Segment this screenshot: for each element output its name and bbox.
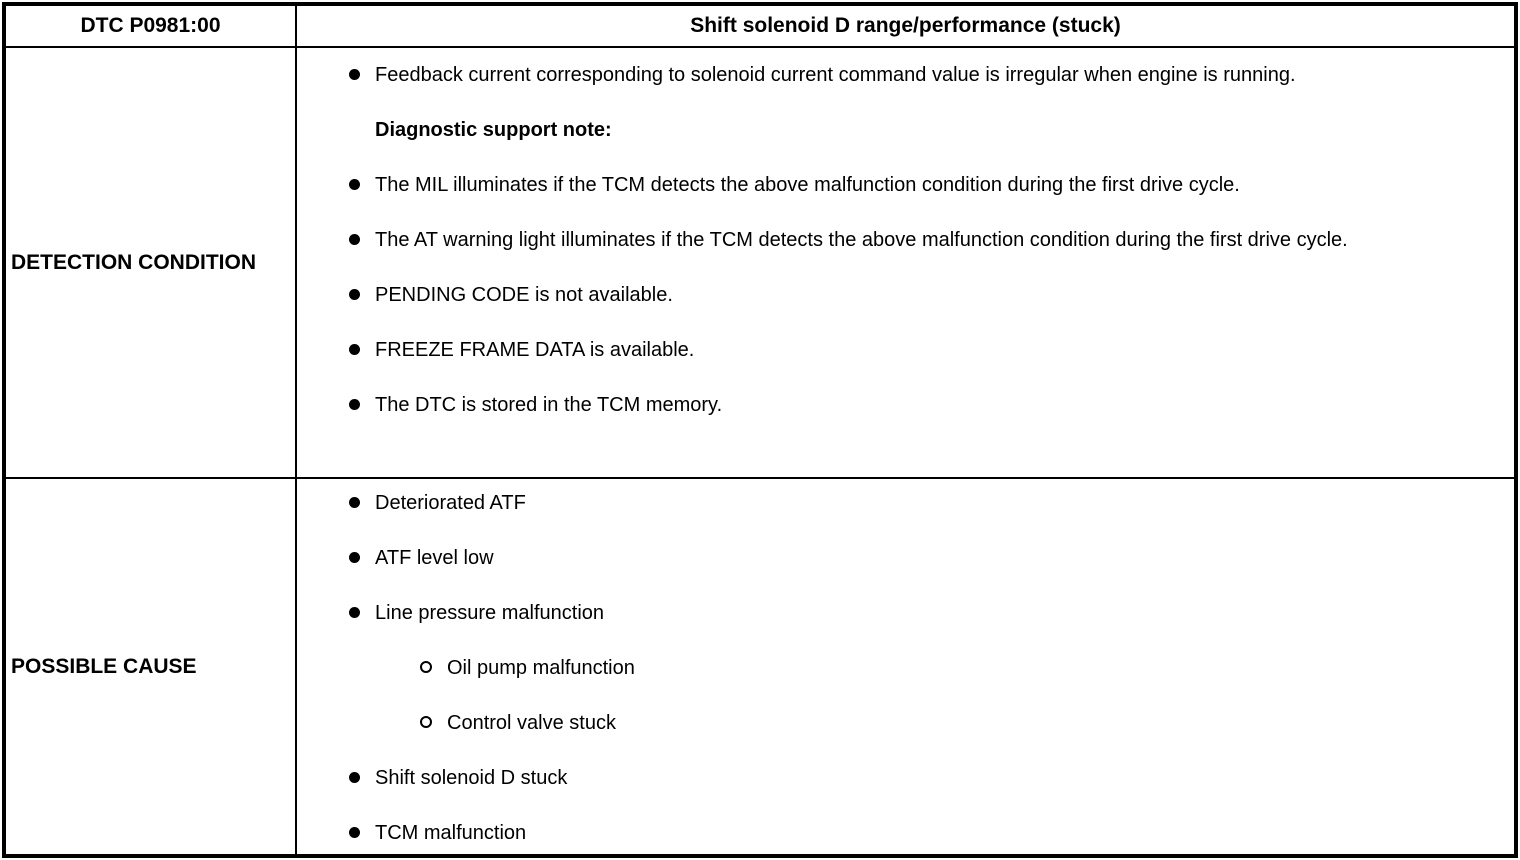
list-item: The AT warning light illuminates if the … [349,226,1484,254]
list-item: Feedback current corresponding to soleno… [349,61,1484,89]
list-item: The MIL illuminates if the TCM detects t… [349,171,1484,199]
bullet-icon [349,344,360,355]
dtc-code-cell: DTC P0981:00 [6,6,297,48]
list-item-text: Control valve stuck [447,712,616,734]
list-item: ATF level low [349,544,1484,572]
list-item: Deteriorated ATF [349,489,1484,517]
dtc-title-cell: Shift solenoid D range/performance (stuc… [297,6,1514,48]
list-item: Diagnostic support note: [375,116,1484,144]
list-item: Control valve stuck [420,709,1484,737]
circle-icon [420,716,432,728]
list-item-text: Diagnostic support note: [375,119,612,141]
list-item: FREEZE FRAME DATA is available. [349,336,1484,364]
circle-icon [420,661,432,673]
list-item: Oil pump malfunction [420,654,1484,682]
bullet-icon [349,497,360,508]
list-item-text: The AT warning light illuminates if the … [375,229,1348,251]
list-item: PENDING CODE is not available. [349,281,1484,309]
bullet-icon [349,552,360,563]
list-item-text: The DTC is stored in the TCM memory. [375,394,723,416]
list-item-text: Oil pump malfunction [447,657,635,679]
list-item: Line pressure malfunction [349,599,1484,627]
bullet-icon [349,827,360,838]
list-item: The DTC is stored in the TCM memory. [349,391,1484,419]
detection-condition-list: Feedback current corresponding to soleno… [297,48,1514,479]
bullet-icon [349,289,360,300]
possible-cause-label: POSSIBLE CAUSE [6,479,297,854]
list-item-text: Shift solenoid D stuck [375,767,568,789]
list-item: TCM malfunction [349,819,1484,847]
list-item-text: PENDING CODE is not available. [375,284,673,306]
detection-condition-label: DETECTION CONDITION [6,48,297,479]
bullet-icon [349,69,360,80]
bullet-icon [349,399,360,410]
list-item-text: FREEZE FRAME DATA is available. [375,339,695,361]
list-item-text: Line pressure malfunction [375,602,605,624]
list-item-text: The MIL illuminates if the TCM detects t… [375,174,1240,196]
list-item-text: Feedback current corresponding to soleno… [375,64,1296,86]
bullet-icon [349,772,360,783]
list-item-text: ATF level low [375,547,494,569]
list-item: Shift solenoid D stuck [349,764,1484,792]
list-item-text: TCM malfunction [375,822,527,844]
list-item-text: Deteriorated ATF [375,492,526,514]
bullet-icon [349,607,360,618]
bullet-icon [349,179,360,190]
bullet-icon [349,234,360,245]
